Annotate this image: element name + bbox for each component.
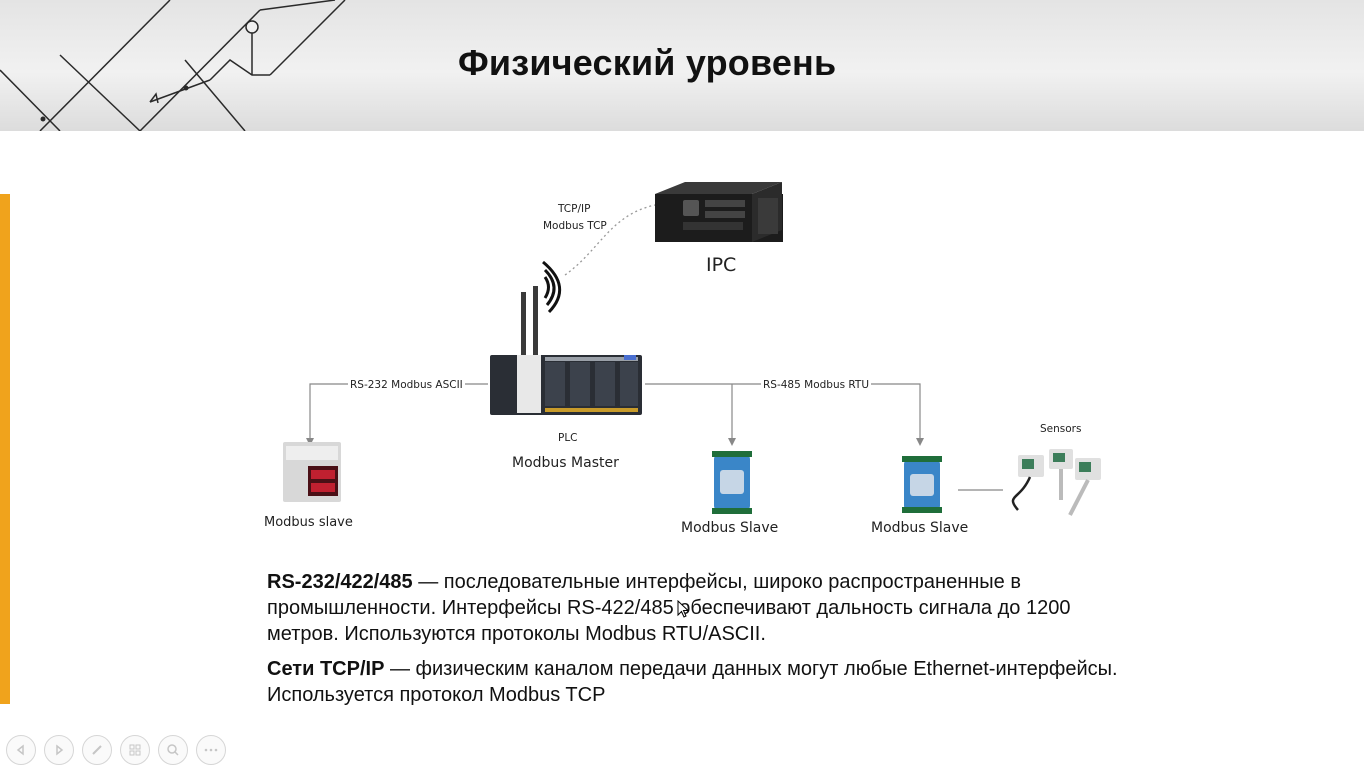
slide-header: Физический уровень — [0, 0, 1364, 131]
paragraph-tcp-text: — физическим каналом передачи данных мог… — [267, 658, 1118, 706]
wifi-icon — [542, 260, 562, 314]
modbus-slave-right-label: Modbus Slave — [871, 520, 969, 536]
rs232-label: RS-232 Modbus ASCII — [348, 379, 465, 391]
tcp-link-line — [564, 204, 656, 276]
arrow-heads — [306, 438, 924, 446]
paragraph-tcp-bold: Сети TCP/IP — [267, 658, 385, 680]
slide-title: Физический уровень — [458, 42, 837, 83]
network-diagram — [283, 182, 1101, 516]
sensors-icon — [1011, 449, 1101, 516]
presentation-toolbar — [6, 735, 226, 765]
paragraph-tcp: Сети TCP/IP — физическим каналом передач… — [267, 656, 1147, 708]
next-icon[interactable] — [44, 735, 74, 765]
sensors-label: Sensors — [1040, 423, 1082, 435]
plc-label: PLC — [558, 432, 578, 444]
rs485-label: RS-485 Modbus RTU — [761, 379, 872, 391]
zoom-icon[interactable] — [158, 735, 188, 765]
modbus-slave-left-label: Modbus slave — [264, 515, 353, 530]
paragraph-serial-text: — последовательные интерфейсы, широко ра… — [267, 571, 1071, 645]
io-module-slave-icon — [712, 451, 752, 514]
paragraph-serial: RS-232/422/485 — последовательные интерф… — [267, 569, 1147, 647]
previous-icon[interactable] — [6, 735, 36, 765]
mouse-cursor-icon — [677, 600, 689, 618]
plc-device-icon — [490, 286, 642, 415]
connection-lines — [309, 383, 1003, 491]
decorative-lines-icon — [0, 0, 346, 131]
slides-icon[interactable] — [120, 735, 150, 765]
more-icon[interactable] — [196, 735, 226, 765]
modbus-slave-mid-label: Modbus Slave — [681, 520, 779, 536]
ipc-server-icon — [655, 182, 783, 242]
meter-slave-icon — [283, 442, 341, 502]
modbus-master-label: Modbus Master — [512, 455, 619, 471]
accent-bar — [0, 194, 10, 704]
ipc-label: IPC — [706, 254, 737, 276]
modbus-tcp-label: Modbus TCP — [543, 220, 607, 232]
io-module-slave-right-icon — [902, 456, 942, 513]
tcp-ip-label: TCP/IP — [558, 203, 591, 215]
paragraph-serial-bold: RS-232/422/485 — [267, 571, 413, 593]
pen-icon[interactable] — [82, 735, 112, 765]
